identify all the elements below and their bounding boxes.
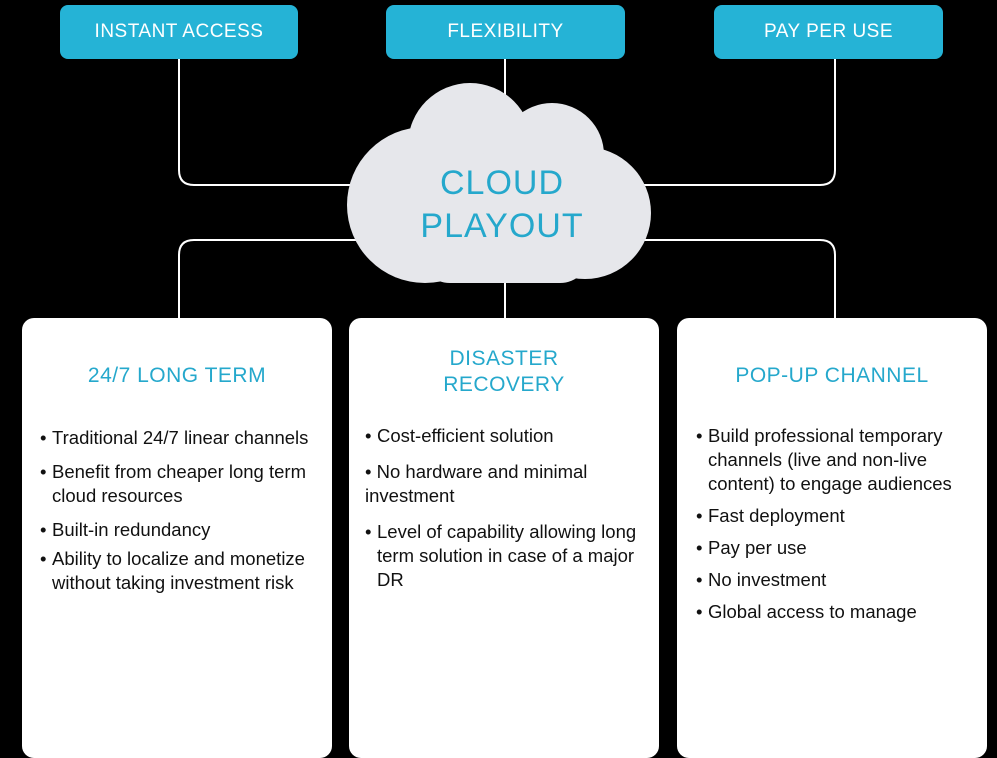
bullet-item: Fast deployment bbox=[696, 504, 978, 528]
card-title-line1: DISASTER bbox=[449, 347, 559, 370]
bullet-item: Built-in redundancy bbox=[40, 518, 320, 542]
bullet-list: Traditional 24/7 linear channels Benefit… bbox=[40, 426, 320, 595]
bullet-item: Traditional 24/7 linear channels bbox=[40, 426, 320, 450]
benefit-instant-access: INSTANT ACCESS bbox=[60, 5, 298, 59]
bullet-item: Benefit from cheaper long term cloud res… bbox=[40, 460, 320, 508]
card-pop-up-channel: POP-UP CHANNEL Build professional tempor… bbox=[677, 318, 987, 758]
card-title: POP-UP CHANNEL bbox=[735, 364, 929, 387]
bullet-item: • No hardware and minimal investment bbox=[365, 460, 647, 508]
cloud-playout-title: CLOUD PLAYOUT bbox=[392, 162, 612, 248]
bullet-item: Pay per use bbox=[696, 536, 978, 560]
connector-pay-per-use bbox=[600, 59, 836, 186]
bullet-item: Global access to manage bbox=[696, 600, 978, 624]
bullet-list: Cost-efficient solution • No hardware an… bbox=[365, 424, 647, 592]
cloud-shape bbox=[347, 83, 651, 283]
bullet-item: Ability to localize and monetize without… bbox=[40, 547, 320, 595]
bullet-item: Cost-efficient solution bbox=[365, 424, 647, 448]
bullet-list: Build professional temporary channels (l… bbox=[696, 424, 978, 624]
bullet-text: No hardware and minimal investment bbox=[365, 461, 588, 506]
bullet-glyph: • bbox=[365, 461, 377, 482]
card-long-term: 24/7 LONG TERM Traditional 24/7 linear c… bbox=[22, 318, 332, 758]
bullet-item: No investment bbox=[696, 568, 978, 592]
benefit-pay-per-use: PAY PER USE bbox=[714, 5, 943, 59]
card-title-line2: RECOVERY bbox=[443, 373, 565, 396]
connector-long-term bbox=[178, 239, 420, 318]
card-title: DISASTER RECOVERY bbox=[349, 346, 659, 398]
card-disaster-recovery: DISASTER RECOVERY Cost-efficient solutio… bbox=[349, 318, 659, 758]
bullet-item: Build professional temporary channels (l… bbox=[696, 424, 978, 496]
connector-pop-up bbox=[600, 239, 836, 318]
benefit-flexibility: FLEXIBILITY bbox=[386, 5, 625, 59]
cloud-title-line2: PLAYOUT bbox=[420, 207, 584, 245]
connector-instant-access bbox=[178, 59, 420, 186]
cloud-title-line1: CLOUD bbox=[439, 164, 565, 202]
bullet-item: Level of capability allowing long term s… bbox=[365, 520, 647, 592]
card-title: 24/7 LONG TERM bbox=[87, 364, 267, 387]
